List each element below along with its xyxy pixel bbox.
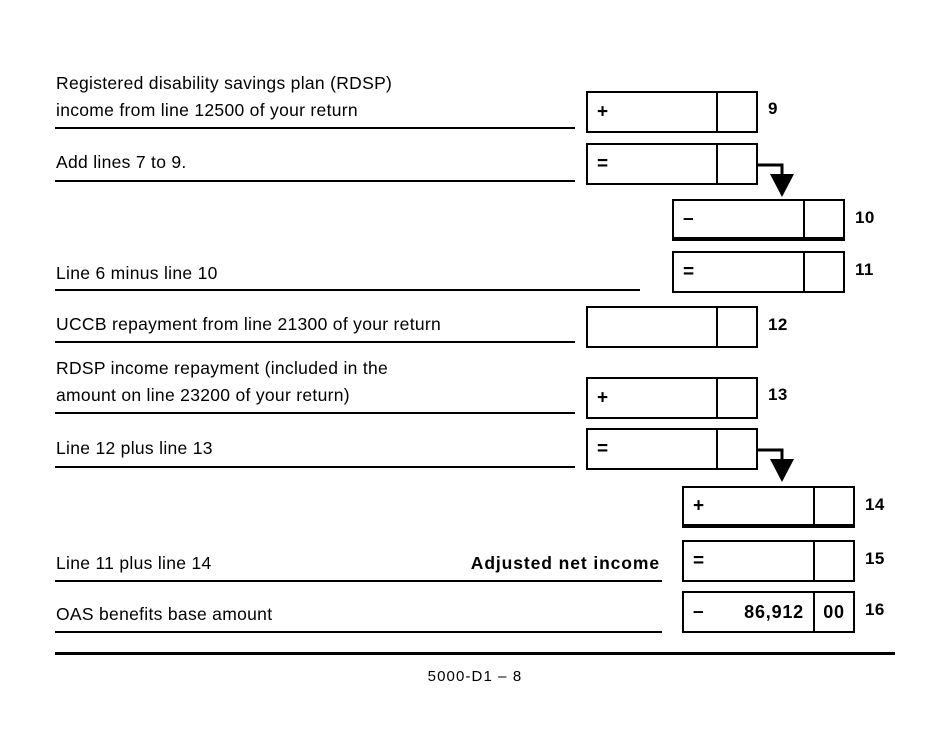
- amount-box-line-11-cents[interactable]: [803, 253, 843, 291]
- amount-box-line-13[interactable]: +: [586, 377, 758, 419]
- amount-box-line-16-cents-value: 00: [823, 601, 845, 622]
- line-number-14: 14: [865, 495, 885, 514]
- amount-box-line-9-cents[interactable]: [716, 93, 756, 131]
- rule-line-11: [55, 289, 640, 291]
- line-number-11: 11: [855, 260, 874, 279]
- label-line-11: Line 6 minus line 10: [56, 263, 218, 283]
- label-line-13: RDSP income repayment (included in the a…: [56, 358, 389, 405]
- label-add-lines-7-to-9: Add lines 7 to 9.: [56, 152, 187, 172]
- amount-box-line-10[interactable]: –: [672, 199, 845, 241]
- operator-equals-icon: =: [597, 153, 609, 175]
- amount-box-line-12-plus-13[interactable]: =: [586, 428, 758, 470]
- amount-box-line-15-dollars[interactable]: =: [684, 542, 813, 580]
- amount-box-line-10-cents[interactable]: [803, 201, 843, 237]
- amount-box-line-15[interactable]: =: [682, 540, 855, 582]
- operator-equals-icon: =: [683, 261, 695, 283]
- line-number-10: 10: [855, 208, 875, 227]
- amount-box-add-7-9-cents[interactable]: [716, 145, 756, 183]
- amount-box-line-16-cents: 00: [813, 593, 853, 631]
- rule-line-16: [55, 631, 662, 633]
- line-number-15: 15: [865, 549, 885, 568]
- amount-box-line-16-value: 86,912: [744, 601, 804, 622]
- line-number-16: 16: [865, 600, 885, 619]
- amount-box-line-12-dollars[interactable]: [588, 308, 716, 346]
- amount-box-add-lines-7-to-9[interactable]: =: [586, 143, 758, 185]
- operator-equals-icon: =: [693, 550, 705, 572]
- label-line-12: UCCB repayment from line 21300 of your r…: [56, 314, 442, 334]
- amount-box-line-16-dollars: – 86,912: [684, 593, 813, 631]
- amount-box-line-9[interactable]: +: [586, 91, 758, 133]
- label-line-16: OAS benefits base amount: [56, 604, 273, 624]
- amount-box-line-10-dollars[interactable]: –: [674, 201, 803, 237]
- amount-box-line-15-cents[interactable]: [813, 542, 853, 580]
- amount-box-line-14-dollars[interactable]: +: [684, 488, 813, 524]
- operator-plus-icon: +: [693, 495, 705, 517]
- amount-box-line-13-dollars[interactable]: +: [588, 379, 716, 417]
- amount-box-line-12[interactable]: [586, 306, 758, 348]
- operator-plus-icon: +: [597, 101, 609, 123]
- amount-box-line-16[interactable]: – 86,912 00: [682, 591, 855, 633]
- rule-line-13: [55, 412, 575, 414]
- amount-box-line-11[interactable]: =: [672, 251, 845, 293]
- amount-box-line-14[interactable]: +: [682, 486, 855, 528]
- label-line-9: Registered disability savings plan (RDSP…: [56, 73, 393, 120]
- rule-line-9: [55, 127, 575, 129]
- rule-line-15: [55, 580, 662, 582]
- amount-box-line-13-cents[interactable]: [716, 379, 756, 417]
- label-adjusted-net-income: Adjusted net income: [470, 553, 660, 573]
- amount-box-line-9-dollars[interactable]: +: [588, 93, 716, 131]
- amount-box-line-11-dollars[interactable]: =: [674, 253, 803, 291]
- operator-minus-icon: –: [683, 208, 694, 230]
- amount-box-add-7-9-dollars[interactable]: =: [588, 145, 716, 183]
- operator-equals-icon: =: [597, 438, 609, 460]
- line-number-9: 9: [768, 99, 778, 118]
- line-number-13: 13: [768, 385, 788, 404]
- amount-box-line-12-cents[interactable]: [716, 308, 756, 346]
- label-line-12-plus-13: Line 12 plus line 13: [56, 438, 213, 458]
- line-number-12: 12: [768, 315, 788, 334]
- carry-down-arrow-icon: [758, 448, 794, 482]
- carry-down-arrow-icon: [758, 163, 794, 197]
- amount-box-12-13-cents[interactable]: [716, 430, 756, 468]
- form-code-footer: 5000-D1 – 8: [427, 668, 523, 685]
- amount-box-line-14-cents[interactable]: [813, 488, 853, 524]
- amount-box-12-13-dollars[interactable]: =: [588, 430, 716, 468]
- rule-add-lines-7-to-9: [55, 180, 575, 182]
- label-line-15: Line 11 plus line 14: [56, 553, 212, 573]
- rule-line-12-plus-13: [55, 466, 575, 468]
- operator-minus-icon: –: [693, 601, 704, 623]
- operator-plus-icon: +: [597, 387, 609, 409]
- footer-divider: [55, 652, 895, 655]
- rule-line-12: [55, 341, 575, 343]
